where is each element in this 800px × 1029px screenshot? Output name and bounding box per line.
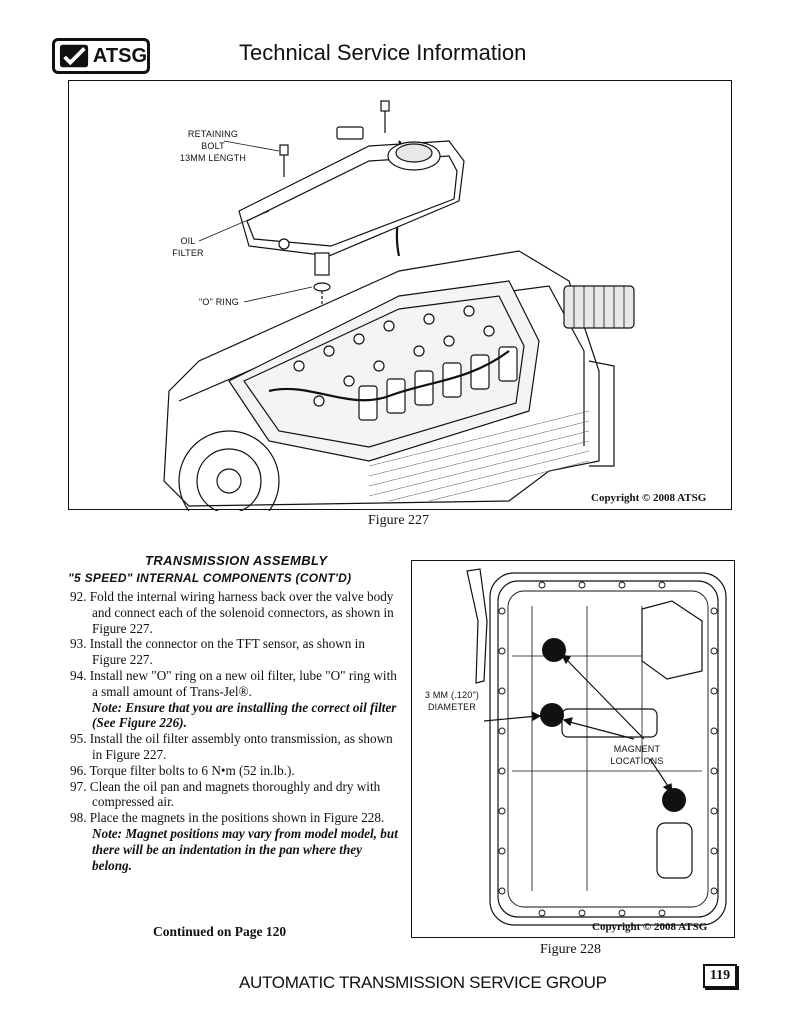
step-98: 98. Place the magnets in the positions s… bbox=[70, 810, 385, 826]
checkmark-icon bbox=[59, 44, 89, 68]
logo-text: ATSG bbox=[92, 44, 147, 67]
figure-227-caption: Figure 227 bbox=[368, 513, 430, 528]
figure-227: RETAINING BOLT 13MM LENGTH OIL FILTER "O… bbox=[68, 80, 732, 511]
step-94: 94. Install new "O" ring on a new oil fi… bbox=[70, 667, 397, 699]
oil-filter-callout: OIL FILTER bbox=[172, 236, 204, 258]
section-title: TRANSMISSION ASSEMBLY bbox=[145, 553, 328, 568]
step-92: 92. Fold the internal wiring harness bac… bbox=[70, 589, 394, 636]
figure-228-caption: Figure 228 bbox=[540, 942, 602, 957]
figure-228: 3 MM (.120") DIAMETER MAGNENT LOCATIONS … bbox=[411, 560, 735, 938]
page-number: 119 bbox=[703, 964, 737, 988]
step-95: 95. Install the oil filter assembly onto… bbox=[70, 731, 393, 762]
section-subtitle: "5 SPEED" INTERNAL COMPONENTS (CONT'D) bbox=[68, 571, 352, 585]
page-title: Technical Service Information bbox=[239, 40, 527, 65]
step-97: 97. Clean the oil pan and magnets thorou… bbox=[70, 778, 381, 810]
o-ring-callout: "O" RING bbox=[199, 297, 239, 307]
magnet-markers bbox=[540, 638, 686, 812]
step-94-note: Note: Ensure that you are installing the… bbox=[92, 699, 397, 731]
retaining-bolt-callout: RETAINING BOLT 13MM LENGTH bbox=[179, 129, 247, 163]
step-98-note: Note: Magnet positions may vary from mod… bbox=[92, 825, 398, 873]
figure-228-copyright: Copyright © 2008 ATSG bbox=[592, 921, 708, 933]
atsg-logo: ATSG bbox=[52, 38, 150, 74]
instruction-list: 92. Fold the internal wiring harness bac… bbox=[70, 589, 400, 873]
figure-227-copyright: Copyright © 2008 ATSG bbox=[591, 492, 707, 504]
diameter-callout: 3 MM (.120") DIAMETER bbox=[424, 690, 480, 712]
continued-note: Continued on Page 120 bbox=[153, 924, 287, 939]
footer-text: AUTOMATIC TRANSMISSION SERVICE GROUP bbox=[239, 973, 607, 992]
step-93: 93. Install the connector on the TFT sen… bbox=[70, 636, 365, 668]
magnet-locations-callout: MAGNENT LOCATIONS bbox=[610, 744, 664, 766]
transmission-valve-body-illustration bbox=[163, 100, 635, 511]
step-96: 96. Torque filter bolts to 6 N•m (52 in.… bbox=[70, 762, 295, 778]
oil-pan-illustration bbox=[466, 568, 727, 926]
